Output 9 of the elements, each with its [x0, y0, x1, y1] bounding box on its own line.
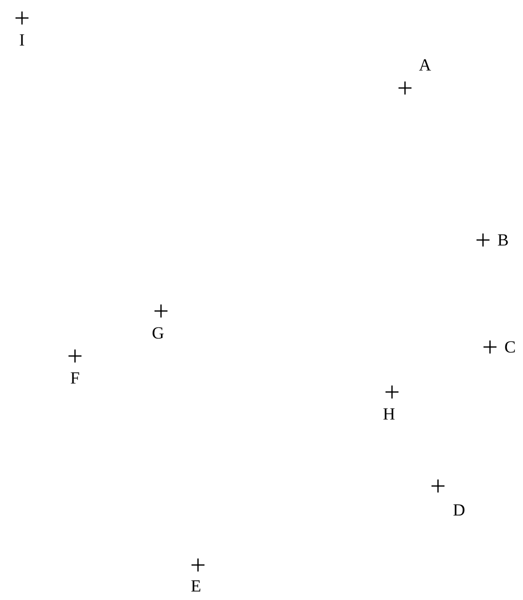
point-label: H	[382, 406, 396, 422]
point-label: G	[152, 324, 164, 342]
point-label: B	[497, 232, 509, 248]
point-label: D	[452, 502, 466, 518]
point-label: C	[504, 338, 516, 356]
point-label: F	[70, 370, 80, 386]
point-label: I	[19, 32, 25, 48]
point-label: E	[190, 578, 202, 594]
point-label: A	[418, 56, 432, 74]
